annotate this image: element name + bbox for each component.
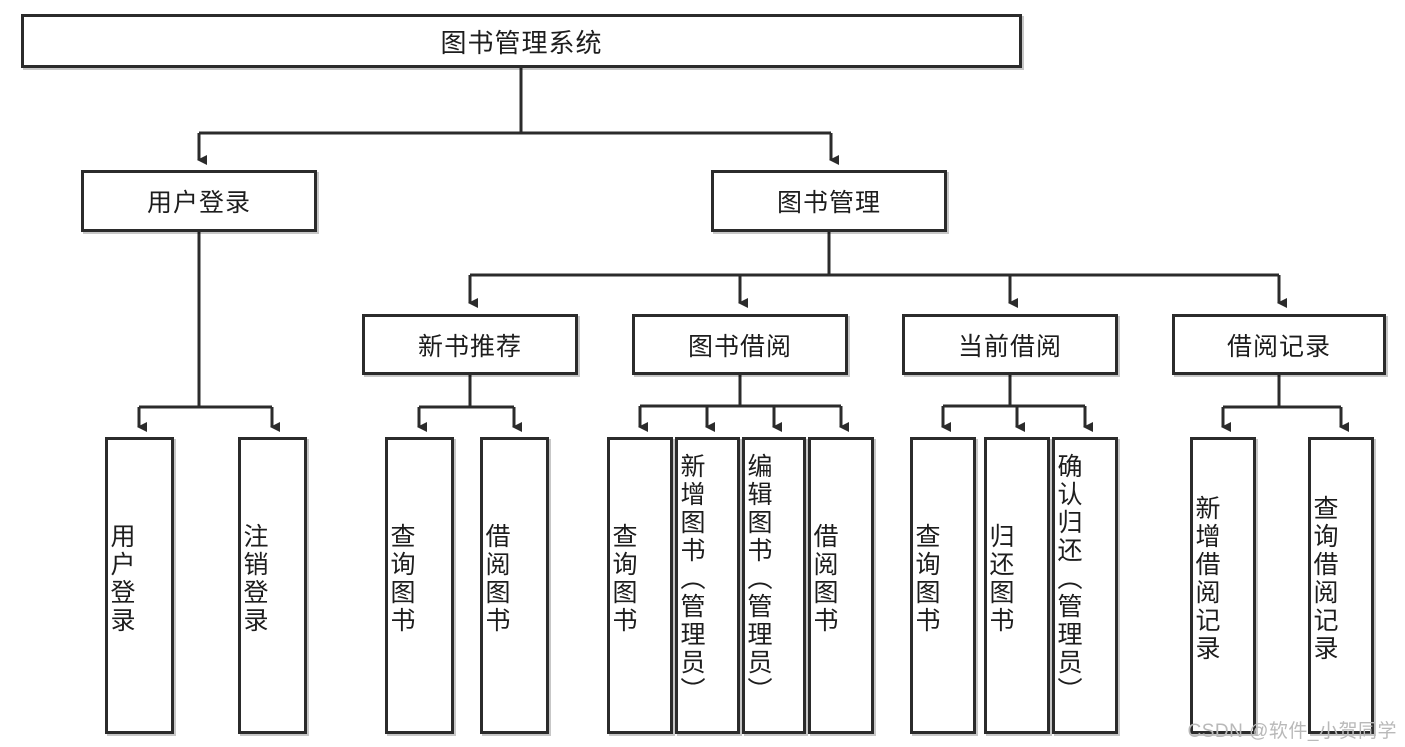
leaf-query-book-current[interactable]: 查询图书: [910, 437, 976, 734]
leaf-add-book-admin[interactable]: 新增图书（管理员）: [675, 437, 740, 734]
edge-group-book-borrow: [638, 375, 849, 432]
leaf-edit-book-admin[interactable]: 编辑图书（管理员）: [742, 437, 806, 734]
leaf-query-borrow-record[interactable]: 查询借阅记录: [1308, 437, 1374, 734]
node-book-manage[interactable]: 图书管理: [711, 170, 947, 232]
edge-group-new-book-rec: [417, 375, 522, 432]
node-user-login[interactable]: 用户登录: [81, 170, 317, 232]
node-borrow-record[interactable]: 借阅记录: [1172, 314, 1386, 375]
edge-group-borrow-record: [1221, 375, 1349, 432]
leaf-confirm-return-admin[interactable]: 确认归还（管理员）: [1052, 437, 1118, 734]
node-book-borrow[interactable]: 图书借阅: [632, 314, 848, 375]
node-root[interactable]: 图书管理系统: [21, 14, 1022, 68]
watermark-label: CSDN @软件_小贺同学: [1187, 721, 1397, 742]
leaf-user-login[interactable]: 用户登录: [105, 437, 174, 734]
edge-group-current-borrow: [941, 375, 1093, 432]
leaf-return-book[interactable]: 归还图书: [984, 437, 1050, 734]
edge-group-book-manage: [468, 232, 1287, 308]
edge-group-root: [197, 68, 839, 165]
leaf-borrow-book-recommend[interactable]: 借阅图书: [480, 437, 549, 734]
leaf-query-book-recommend[interactable]: 查询图书: [385, 437, 454, 734]
leaf-add-borrow-record[interactable]: 新增借阅记录: [1190, 437, 1256, 734]
leaf-query-book-borrow[interactable]: 查询图书: [607, 437, 673, 734]
leaf-borrow-book[interactable]: 借阅图书: [808, 437, 874, 734]
node-current-borrow[interactable]: 当前借阅: [902, 314, 1118, 375]
edge-group-user-login: [137, 232, 280, 432]
leaf-logout[interactable]: 注销登录: [238, 437, 307, 734]
node-new-book-recommend[interactable]: 新书推荐: [362, 314, 578, 375]
